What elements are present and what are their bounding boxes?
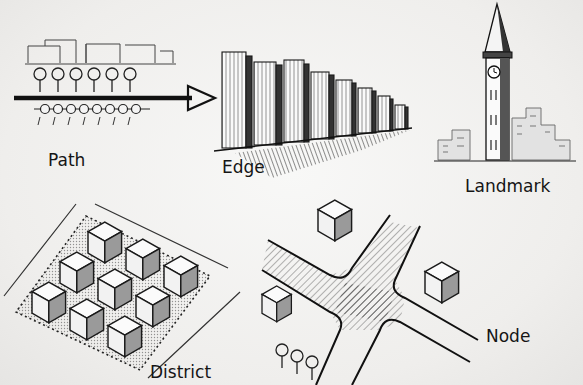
node-sketch	[262, 200, 478, 385]
district-sketch	[4, 204, 240, 378]
element-label: Edge	[222, 157, 265, 177]
element-label: Landmark	[465, 176, 550, 196]
edge-sketch	[214, 52, 412, 178]
landmark-sketch	[434, 4, 576, 161]
element-label: Path	[48, 150, 85, 170]
element-label: Node	[486, 326, 530, 346]
element-label: District	[150, 362, 211, 382]
path-sketch	[14, 40, 215, 125]
